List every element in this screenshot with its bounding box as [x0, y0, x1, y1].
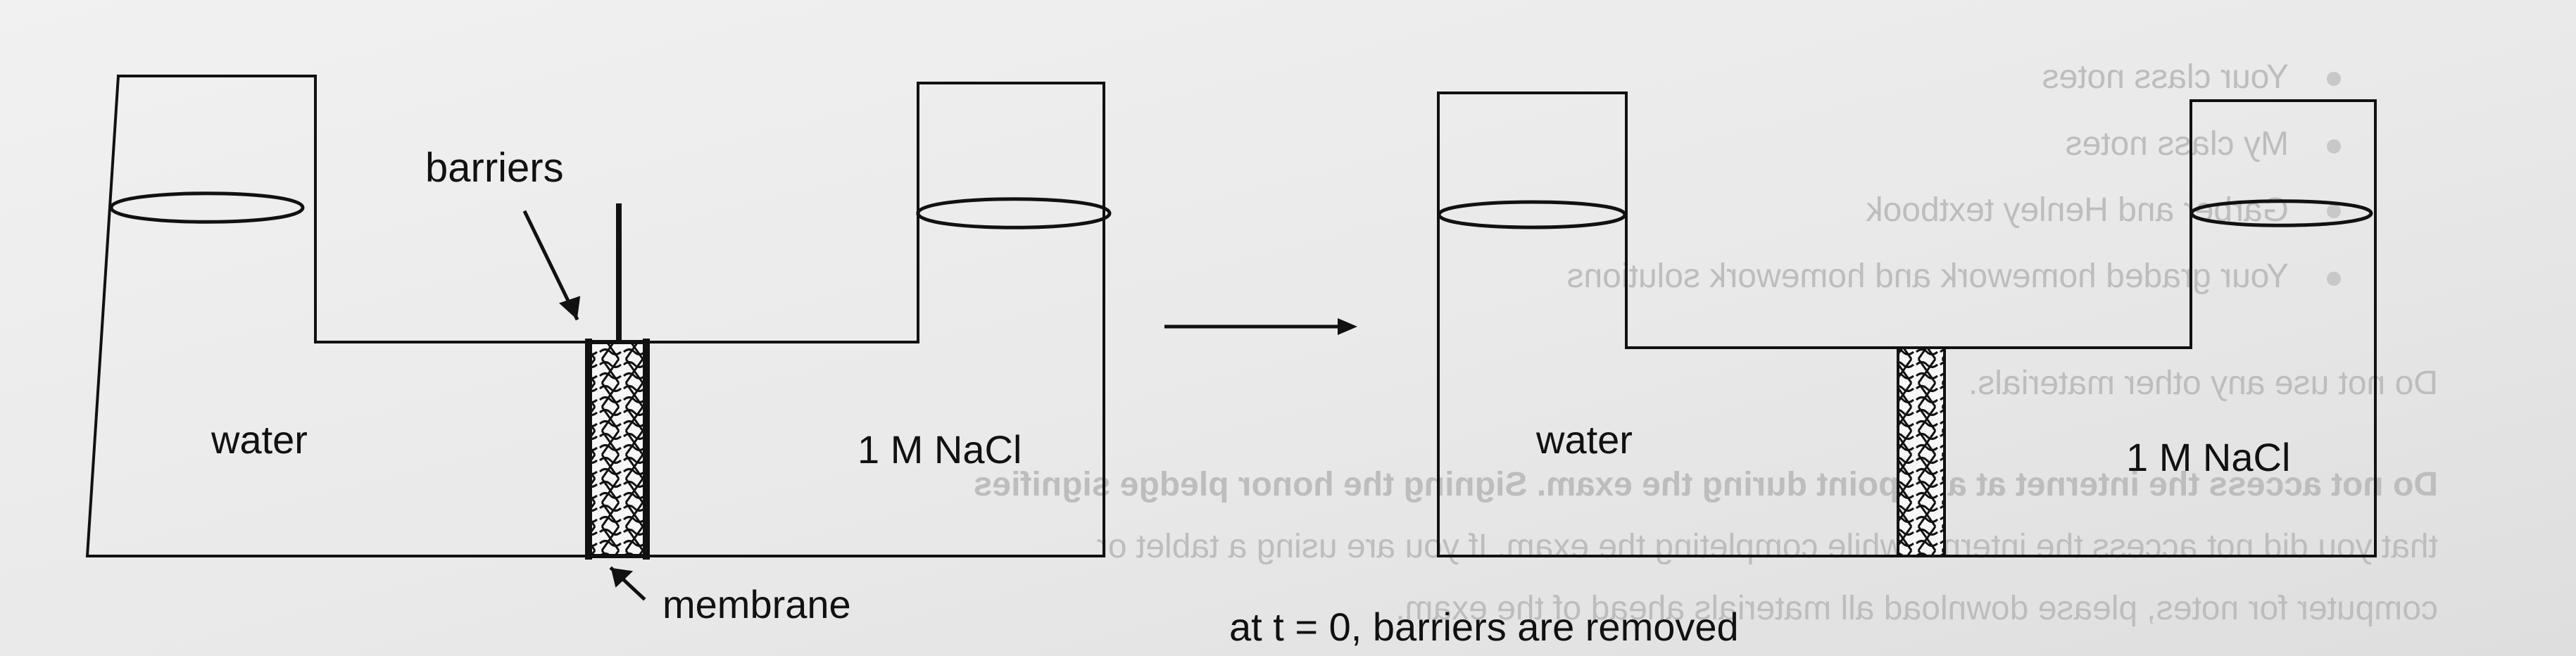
left-membrane	[586, 340, 648, 558]
right-salt-surface-meniscus	[2189, 199, 2373, 227]
right-membrane	[1897, 346, 1946, 557]
barriers-label: barriers	[425, 145, 564, 191]
right-water-label: water	[1535, 417, 1633, 462]
membrane-label: membrane	[662, 582, 851, 626]
bleed-text-line-7: that you did not access the internet whi…	[1097, 528, 2438, 565]
bleed-text-line-5: Do not use any other materials.	[1968, 365, 2438, 402]
right-osmosis-apparatus	[1437, 92, 2377, 557]
membrane-pointer-arrow-head	[610, 567, 634, 588]
barrier-pointer-arrow-head	[559, 296, 581, 320]
left-water-label: water	[211, 417, 308, 462]
right-container-outline	[1437, 92, 2377, 557]
bleed-bullet-2	[2327, 139, 2341, 153]
left-container-outline	[85, 74, 1105, 557]
bleed-text-line-8: computer for notes, please download all …	[1395, 590, 2438, 627]
left-osmosis-apparatus	[85, 74, 1112, 601]
bleed-through-text-group: Your class notes My class notes Garber a…	[974, 58, 2438, 627]
process-arrow-head	[1338, 318, 1357, 335]
bleed-text-line-4: Your graded homework and homework soluti…	[1567, 258, 2289, 295]
left-water-surface-meniscus	[109, 191, 305, 224]
barriers-removed-caption: at t = 0, barriers are removed	[1229, 605, 1739, 649]
left-salt-surface-meniscus	[916, 197, 1112, 229]
bleed-text-line-1: Your class notes	[2042, 58, 2289, 96]
bleed-bullet-3	[2327, 204, 2341, 218]
bleed-text-line-6: Do not access the internet at any point …	[974, 466, 2438, 503]
left-nacl-label: 1 M NaCl	[857, 427, 1022, 472]
bleed-text-line-2: My class notes	[2066, 125, 2289, 163]
right-nacl-label: 1 M NaCl	[2126, 435, 2290, 479]
bleed-bullet-1	[2327, 72, 2341, 86]
bleed-bullet-4	[2327, 272, 2341, 286]
process-arrow	[1164, 318, 1357, 335]
right-water-surface-meniscus	[1437, 200, 1627, 229]
